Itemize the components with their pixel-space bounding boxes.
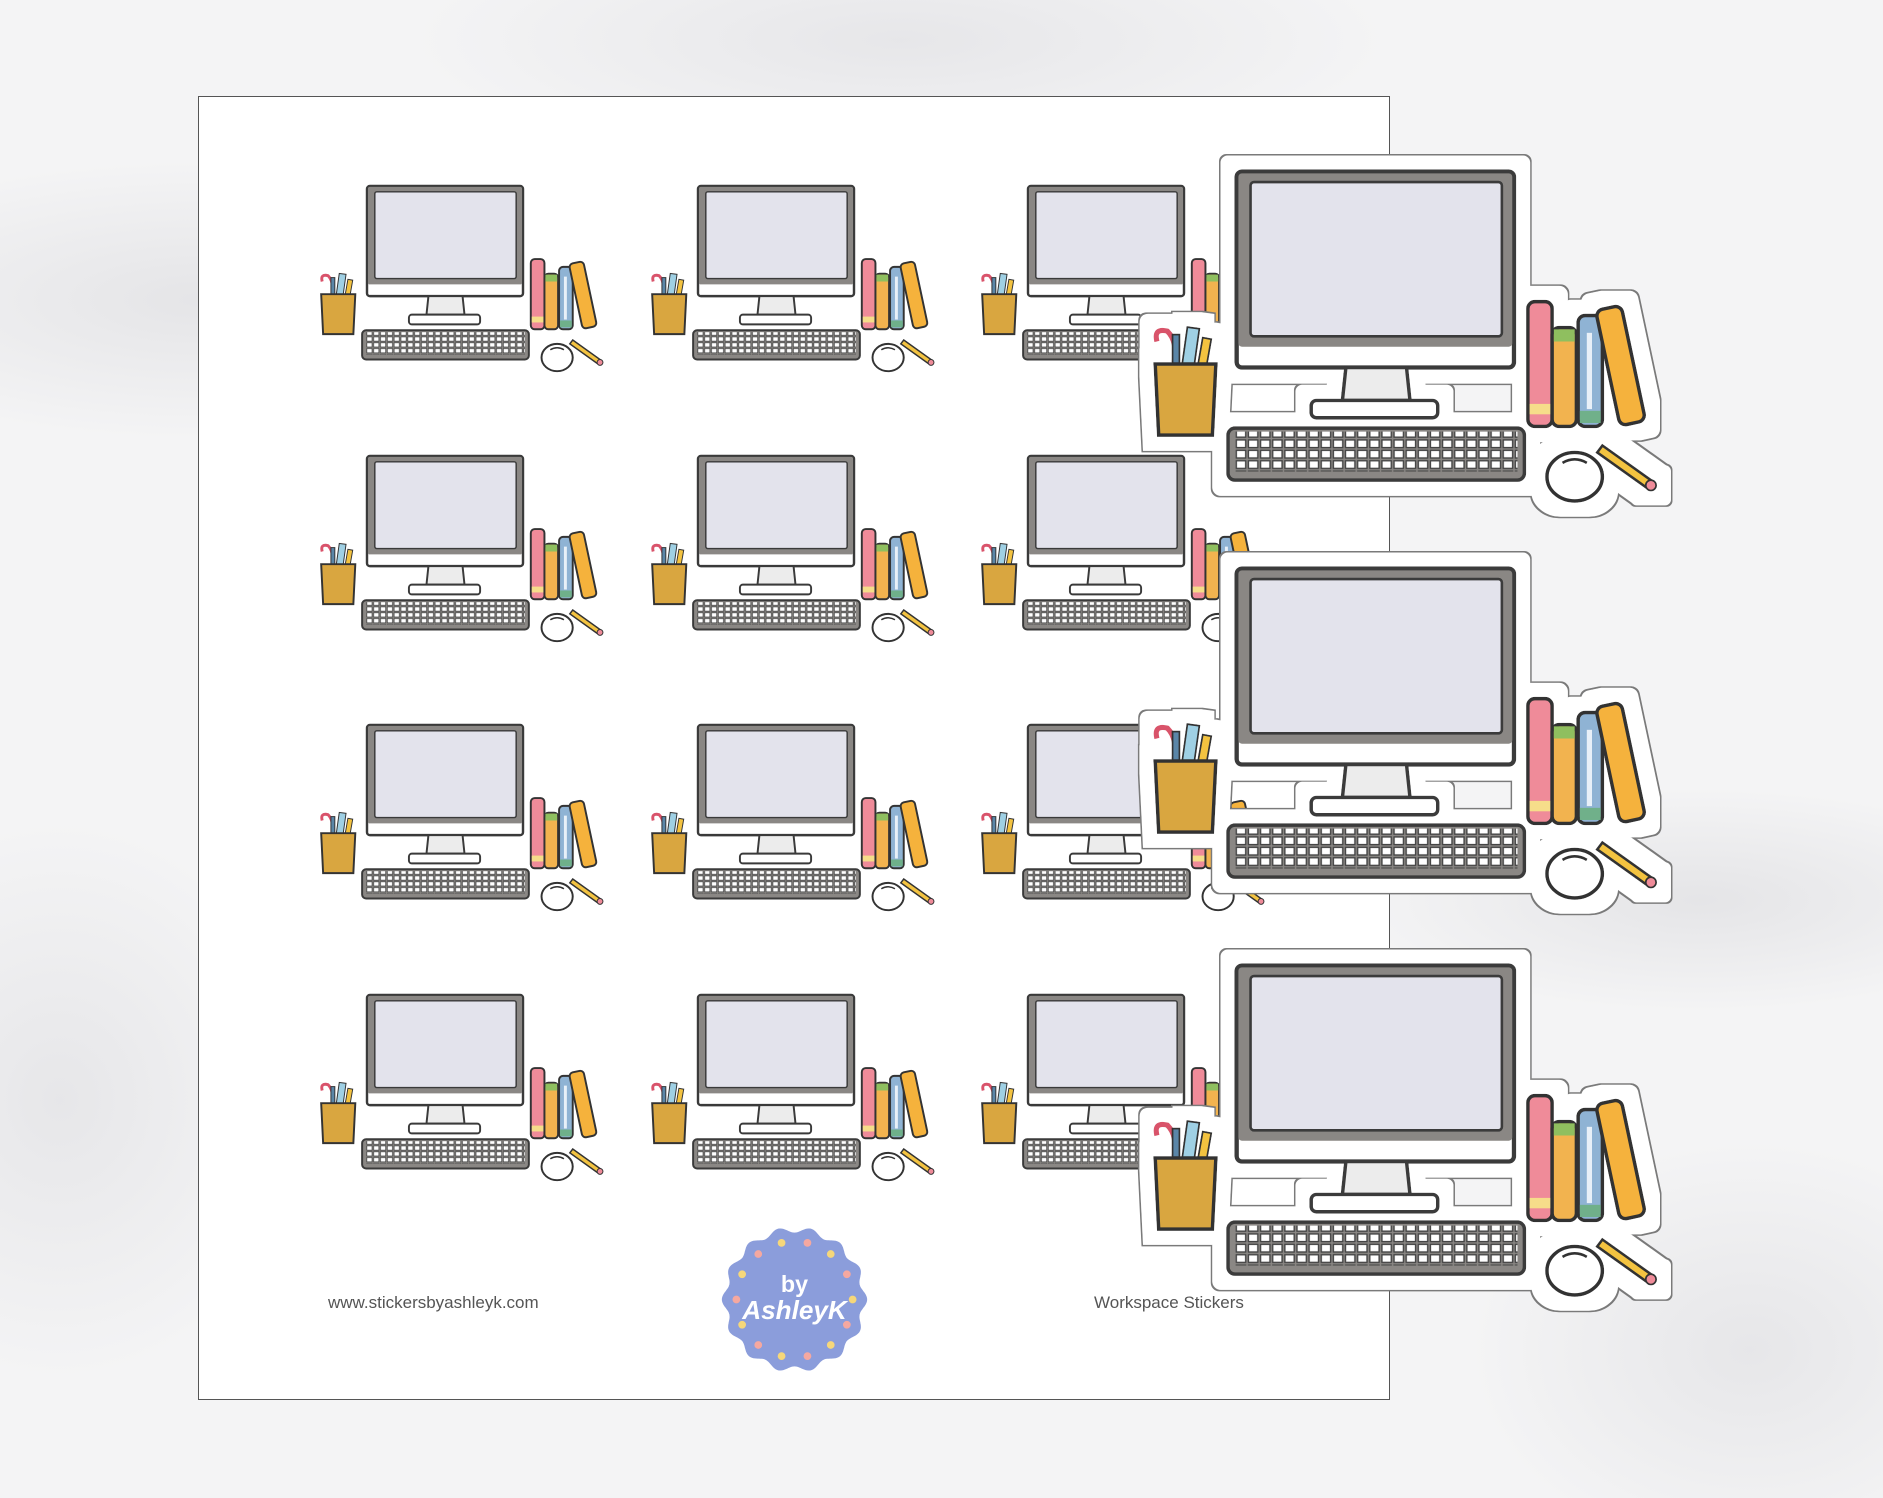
heart-icon bbox=[754, 1341, 763, 1349]
logo-badge bbox=[721, 1228, 868, 1371]
heart-icon bbox=[826, 1341, 835, 1349]
workspace-sticker bbox=[318, 184, 611, 379]
product-name: Workspace Stickers bbox=[1094, 1293, 1244, 1312]
heart-icon bbox=[738, 1320, 747, 1329]
heart-icon bbox=[842, 1320, 851, 1329]
die-cut-workspace-sticker bbox=[1150, 168, 1670, 515]
heart-icon bbox=[732, 1295, 741, 1304]
die-cut-workspace-sticker bbox=[1150, 565, 1670, 912]
workspace-sticker bbox=[318, 454, 611, 649]
heart-icon bbox=[738, 1270, 747, 1279]
workspace-sticker bbox=[318, 723, 611, 918]
heart-icon bbox=[777, 1352, 786, 1361]
heart-icon bbox=[848, 1295, 857, 1304]
workspace-sticker bbox=[649, 454, 942, 649]
workspace-sticker bbox=[318, 993, 611, 1188]
workspace-sticker bbox=[649, 723, 942, 918]
heart-icon bbox=[803, 1238, 812, 1247]
workspace-sticker bbox=[649, 184, 942, 379]
heart-icon bbox=[777, 1238, 786, 1247]
website-url: www.stickersbyashleyk.com bbox=[328, 1293, 539, 1312]
logo-name: AshleyK bbox=[741, 1295, 849, 1325]
brand-logo: by AshleyK bbox=[721, 1228, 868, 1371]
heart-icon bbox=[842, 1270, 851, 1279]
heart-icon bbox=[826, 1250, 835, 1258]
workspace-sticker bbox=[649, 993, 942, 1188]
die-cut-workspace-sticker bbox=[1150, 962, 1670, 1309]
heart-icon bbox=[754, 1250, 763, 1258]
heart-icon bbox=[803, 1352, 812, 1361]
logo-by: by bbox=[781, 1271, 808, 1297]
